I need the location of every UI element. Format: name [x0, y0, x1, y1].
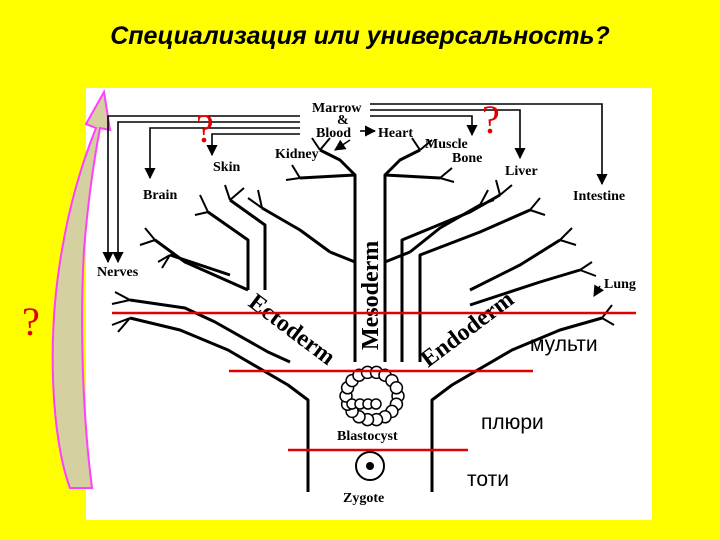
label-ectoderm: Ectoderm	[243, 289, 340, 371]
label-zygote: Zygote	[343, 491, 384, 506]
label-endoderm: Endoderm	[416, 286, 519, 373]
question-mark-upper-left: ?	[196, 106, 214, 151]
blastocyst-cell	[389, 381, 404, 395]
curved-return-arrow	[51, 89, 112, 489]
differentiation-arrows	[102, 103, 608, 297]
label-intestine: Intestine	[573, 189, 625, 204]
label-nerves: Nerves	[97, 265, 139, 280]
label-pluri: плюри	[481, 411, 544, 434]
slide-title: Специализация или универсальность?	[110, 22, 610, 50]
label-blastocyst: Blastocyst	[337, 429, 398, 444]
label-mesoderm: Mesoderm	[358, 241, 384, 350]
diagram-panel	[86, 88, 652, 520]
label-blood: Blood	[316, 126, 351, 141]
inner-cell-mass-cell	[370, 398, 382, 410]
question-mark-upper-right: ?	[482, 97, 500, 142]
blastocyst-ring	[339, 365, 405, 427]
label-skin: Skin	[213, 160, 240, 175]
question-mark-left: ?	[22, 299, 40, 344]
label-kidney: Kidney	[275, 147, 319, 162]
label-brain: Brain	[143, 188, 177, 203]
label-bone: Bone	[452, 151, 482, 166]
label-liver: Liver	[505, 164, 538, 179]
label-ampersand: &	[337, 113, 349, 128]
label-lung: Lung	[604, 277, 636, 292]
label-marrow: Marrow	[312, 101, 362, 116]
tree-twigs	[111, 137, 615, 333]
label-toti: тоти	[467, 468, 509, 491]
label-heart: Heart	[378, 126, 413, 141]
label-multi: мульти	[530, 333, 598, 356]
label-muscle: Muscle	[425, 137, 468, 152]
zygote-nucleus	[366, 462, 374, 470]
